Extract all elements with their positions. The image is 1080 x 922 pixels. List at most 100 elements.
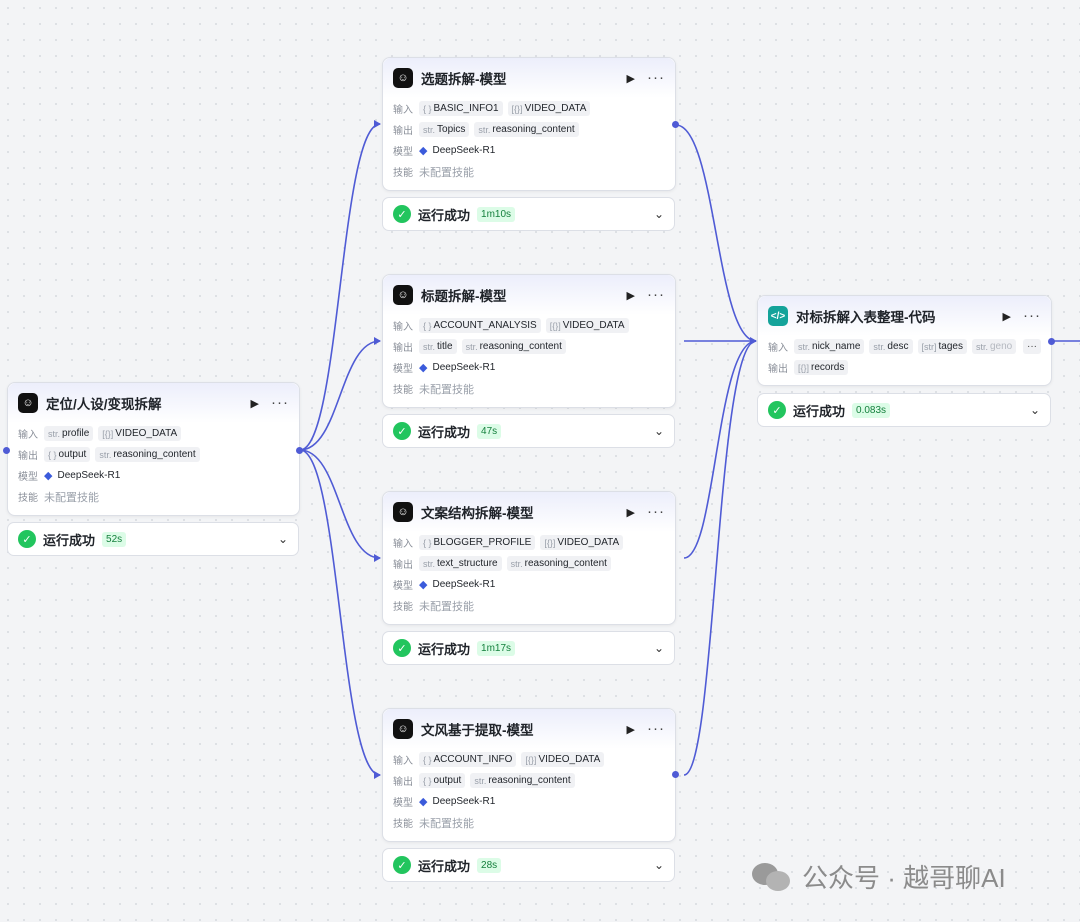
status-bar-code[interactable]: ✓ 运行成功 0.083s ⌄ [757, 393, 1051, 427]
output-port[interactable] [672, 121, 679, 128]
skill-row: 技能 未配置技能 [18, 491, 99, 505]
code-brackets-icon: </> [768, 306, 788, 326]
output-chip: [{}]records [794, 360, 849, 375]
input-chip: [str]tages [917, 339, 967, 354]
edge-structure-to-code [683, 340, 757, 559]
output-row: 输出 str.Topics str.reasoning_content [393, 119, 665, 140]
node-headline[interactable]: ☺ 标题拆解-模型 ▶ ··· 输入 { }ACCOUNT_ANALYSIS [… [382, 274, 676, 408]
status-bar-style[interactable]: ✓ 运行成功 28s ⌄ [382, 848, 675, 882]
duration-badge: 1m10s [477, 206, 516, 222]
duration-badge: 47s [477, 423, 502, 439]
node-source[interactable]: ☺ 定位/人设/变现拆解 ▶ ··· 输入 str.profile [{}]VI… [7, 382, 300, 516]
chevron-down-icon[interactable]: ⌄ [653, 641, 664, 655]
status-bar-topic[interactable]: ✓ 运行成功 1m10s ⌄ [382, 197, 675, 231]
check-circle-icon: ✓ [768, 401, 786, 419]
deepseek-whale-icon: ◆ [419, 362, 428, 374]
input-row: 输入 { }ACCOUNT_ANALYSIS [{}]VIDEO_DATA [393, 315, 665, 336]
node-title: 对标拆解入表整理-代码 [796, 310, 936, 325]
input-chip: str.nick_name [794, 339, 865, 354]
more-dots-icon[interactable]: ··· [647, 503, 665, 520]
input-row: 输入 str.profile [{}]VIDEO_DATA [18, 423, 289, 444]
node-title: 定位/人设/变现拆解 [46, 397, 162, 412]
input-chip: { }BLOGGER_PROFILE [419, 535, 536, 550]
node-title: 标题拆解-模型 [421, 289, 507, 304]
arrow-head-style [374, 771, 381, 779]
check-circle-icon: ✓ [393, 422, 411, 440]
edge-source-to-structure [299, 449, 381, 559]
skill-row: 技能 未配置技能 [393, 383, 474, 397]
arrow-head-headline [374, 337, 381, 345]
play-icon[interactable]: ▶ [626, 723, 635, 736]
watermark-text: 公众号 · 越哥聊AI [802, 863, 1006, 893]
output-row: 输出 [{}]records [768, 357, 1041, 378]
input-row: 输入 { }BASIC_INFO1 [{}]VIDEO_DATA [393, 98, 665, 119]
model-row: 模型 ◆DeepSeek-R1 [393, 579, 496, 592]
output-port[interactable] [672, 771, 679, 778]
input-port[interactable] [3, 447, 10, 454]
node-code[interactable]: </> 对标拆解入表整理-代码 ▶ ··· 输入 str.nick_name s… [757, 295, 1052, 386]
input-chip: { }ACCOUNT_ANALYSIS [419, 318, 541, 333]
duration-badge: 1m17s [477, 640, 516, 656]
model-row: 模型 ◆DeepSeek-R1 [18, 470, 121, 483]
more-dots-icon[interactable]: ··· [271, 394, 289, 411]
chevron-down-icon[interactable]: ⌄ [653, 207, 664, 221]
input-row: 输入 { }ACCOUNT_INFO [{}]VIDEO_DATA [393, 749, 665, 770]
play-icon[interactable]: ▶ [250, 397, 259, 410]
input-chip: [{}]VIDEO_DATA [521, 752, 605, 767]
input-row: 输入 { }BLOGGER_PROFILE [{}]VIDEO_DATA [393, 532, 665, 553]
status-bar-structure[interactable]: ✓ 运行成功 1m17s ⌄ [382, 631, 675, 665]
model-row: 模型 ◆DeepSeek-R1 [393, 145, 496, 158]
output-port[interactable] [296, 447, 303, 454]
node-style[interactable]: ☺ 文风基于提取-模型 ▶ ··· 输入 { }ACCOUNT_INFO [{}… [382, 708, 676, 842]
watermark: 公众号 · 越哥聊AI [752, 858, 1006, 895]
input-chip: str.geno [971, 339, 1017, 354]
input-chip: str.desc [869, 339, 913, 354]
robot-logo-icon: ☺ [393, 285, 413, 305]
arrow-head-structure [374, 554, 381, 562]
chevron-down-icon[interactable]: ⌄ [653, 858, 664, 872]
output-chip: str.reasoning_content [461, 339, 566, 354]
output-chip: str.Topics [419, 122, 470, 137]
output-chip: str.reasoning_content [95, 447, 200, 462]
model-row: 模型 ◆DeepSeek-R1 [393, 362, 496, 375]
more-dots-icon[interactable]: ··· [1023, 307, 1041, 324]
skill-row: 技能 未配置技能 [393, 817, 474, 831]
more-dots-icon[interactable]: ··· [647, 69, 665, 86]
input-chip: [{}]VIDEO_DATA [507, 101, 591, 116]
input-chip: [{}]VIDEO_DATA [98, 426, 182, 441]
node-topic[interactable]: ☺ 选题拆解-模型 ▶ ··· 输入 { }BASIC_INFO1 [{}]VI… [382, 57, 676, 191]
node-title: 文风基于提取-模型 [421, 723, 534, 738]
input-chip: [{}]VIDEO_DATA [545, 318, 629, 333]
status-bar-headline[interactable]: ✓ 运行成功 47s ⌄ [382, 414, 675, 448]
output-chip: str.text_structure [419, 556, 502, 571]
more-dots-icon[interactable]: ··· [647, 720, 665, 737]
check-circle-icon: ✓ [18, 530, 36, 548]
node-structure[interactable]: ☺ 文案结构拆解-模型 ▶ ··· 输入 { }BLOGGER_PROFILE … [382, 491, 676, 625]
node-title: 选题拆解-模型 [421, 72, 507, 87]
arrow-head-topic [374, 120, 381, 128]
output-chip: { }output [419, 773, 466, 788]
more-dots-icon[interactable]: ··· [647, 286, 665, 303]
chevron-down-icon[interactable]: ⌄ [277, 532, 288, 546]
play-icon[interactable]: ▶ [626, 506, 635, 519]
robot-logo-icon: ☺ [393, 502, 413, 522]
play-icon[interactable]: ▶ [626, 289, 635, 302]
skill-row: 技能 未配置技能 [393, 600, 474, 614]
play-icon[interactable]: ▶ [626, 72, 635, 85]
output-port[interactable] [1048, 338, 1055, 345]
model-row: 模型 ◆DeepSeek-R1 [393, 796, 496, 809]
edge-style-to-code [683, 340, 757, 776]
input-chip: [{}]VIDEO_DATA [540, 535, 624, 550]
output-row: 输出 str.title str.reasoning_content [393, 336, 665, 357]
robot-logo-icon: ☺ [393, 719, 413, 739]
output-chip: str.title [419, 339, 457, 354]
output-row: 输出 { }output str.reasoning_content [393, 770, 665, 791]
status-bar-source[interactable]: ✓ 运行成功 52s ⌄ [7, 522, 299, 556]
robot-logo-icon: ☺ [18, 393, 38, 413]
input-chip: str.profile [44, 426, 94, 441]
play-icon[interactable]: ▶ [1002, 310, 1011, 323]
more-inputs-button[interactable]: ··· [1023, 339, 1041, 354]
chevron-down-icon[interactable]: ⌄ [653, 424, 664, 438]
edge-source-to-style [299, 449, 381, 776]
chevron-down-icon[interactable]: ⌄ [1029, 403, 1040, 417]
